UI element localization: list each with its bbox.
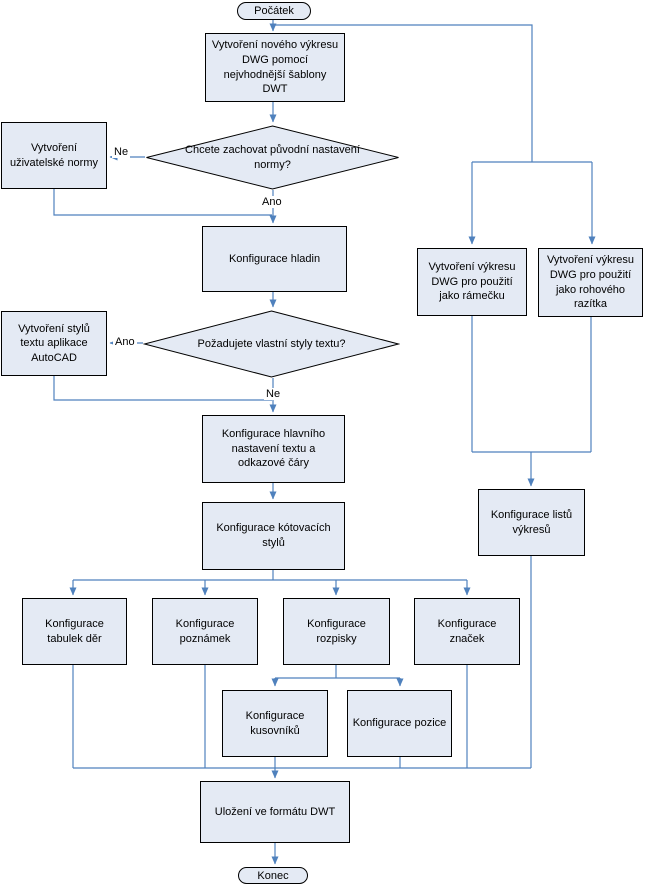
node-label: Chcete zachovat původní nastavení normy? bbox=[185, 143, 360, 171]
node-frame-dwg: Vytvoření výkresu DWG pro použití jako r… bbox=[417, 248, 527, 316]
connectors-fanout-row bbox=[69, 570, 471, 687]
node-label: Konfigurace listů výkresů bbox=[490, 508, 573, 536]
node-dim-styles-config: Konfigurace kótovacích stylů bbox=[202, 502, 345, 570]
node-symbols-config: Konfigurace značek bbox=[414, 598, 520, 665]
node-main-text-config: Konfigurace hlavního nastavení textu a o… bbox=[202, 415, 345, 483]
node-label: Vytvoření výkresu DWG pro použití jako r… bbox=[546, 254, 634, 311]
node-label: Konec bbox=[257, 869, 289, 882]
node-label: Konfigurace kótovacích stylů bbox=[216, 522, 331, 549]
node-parts-list-config: Konfigurace rozpisky bbox=[283, 598, 390, 665]
node-label: Konfigurace pozice bbox=[352, 717, 447, 730]
node-label: Vytvoření uživatelské normy bbox=[9, 141, 99, 169]
node-label: Konfigurace rozpisky bbox=[307, 617, 366, 645]
edge-label-norm-no: Ne bbox=[112, 146, 131, 158]
node-end-terminator: Konec bbox=[238, 867, 308, 884]
node-layers-config: Konfigurace hladin bbox=[202, 226, 347, 292]
node-label: Konfigurace poznámek bbox=[175, 617, 235, 645]
connectors-right-branch bbox=[273, 24, 596, 768]
node-label: Vytvoření nového výkresu DWG pomocí nejv… bbox=[211, 39, 339, 96]
node-decision-keep-norm: Chcete zachovat původní nastavení normy? bbox=[145, 125, 400, 190]
node-stamp-dwg: Vytvoření výkresu DWG pro použití jako r… bbox=[538, 248, 643, 317]
diamond-shape bbox=[143, 310, 400, 378]
node-balloons-config: Konfigurace pozice bbox=[347, 690, 452, 757]
node-save-dwt: Uložení ve formátu DWT bbox=[200, 781, 350, 843]
diamond-shape bbox=[146, 125, 399, 190]
connectors-collector bbox=[72, 665, 531, 865]
node-label: Vytvoření výkresu DWG pro použití jako r… bbox=[428, 261, 516, 303]
node-start-terminator: Počátek bbox=[237, 2, 311, 20]
edge-label-styles-yes: Ano bbox=[113, 336, 137, 348]
node-text-styles: Vytvoření stylů textu aplikace AutoCAD bbox=[1, 311, 107, 376]
edge-label-norm-yes: Ano bbox=[260, 196, 284, 208]
node-label: Vytvoření stylů textu aplikace AutoCAD bbox=[18, 322, 90, 364]
node-label: Konfigurace hladin bbox=[228, 252, 321, 265]
node-label: Požadujete vlastní styly textu? bbox=[197, 337, 346, 350]
node-decision-text-styles: Požadujete vlastní styly textu? bbox=[143, 310, 400, 378]
edge-label-styles-no: Ne bbox=[264, 388, 283, 400]
node-sheets-config: Konfigurace listů výkresů bbox=[478, 489, 585, 556]
node-bom-config: Konfigurace kusovníků bbox=[222, 690, 328, 757]
node-custom-norm: Vytvoření uživatelské normy bbox=[1, 122, 107, 189]
node-hole-tables-config: Konfigurace tabulek děr bbox=[22, 598, 127, 665]
node-label: Uložení ve formátu DWT bbox=[214, 805, 336, 818]
node-label: Konfigurace značek bbox=[437, 617, 497, 645]
node-label: Konfigurace hlavního nastavení textu a o… bbox=[221, 428, 326, 470]
node-label: Konfigurace tabulek děr bbox=[45, 617, 104, 645]
node-label: Počátek bbox=[254, 5, 294, 17]
node-create-dwg: Vytvoření nového výkresu DWG pomocí nejv… bbox=[205, 33, 345, 102]
node-label: Konfigurace kusovníků bbox=[245, 709, 305, 737]
node-notes-config: Konfigurace poznámek bbox=[152, 598, 258, 665]
